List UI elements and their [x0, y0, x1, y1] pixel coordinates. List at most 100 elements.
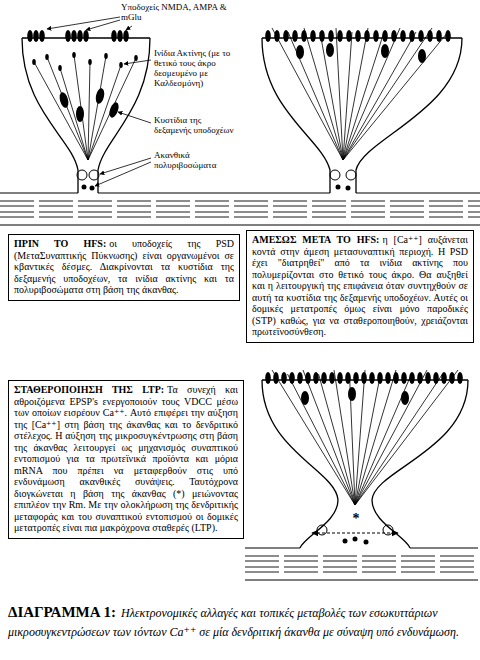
- actin-filament: [272, 28, 448, 160]
- receptor: [353, 372, 359, 384]
- receptor-vesicle: [76, 106, 84, 122]
- polyribosome: [353, 537, 358, 542]
- receptor: [382, 30, 388, 42]
- actin-filament: [272, 28, 343, 160]
- actin-filament: [88, 58, 136, 160]
- receptor: [369, 372, 375, 384]
- receptor-vesicle: [94, 87, 105, 104]
- dendrite-shaft: [0, 193, 480, 225]
- leader-line: [95, 162, 151, 186]
- callout-label: Ινίδια Ακτίνης (με το θετικό τους άκρο δ…: [153, 48, 241, 88]
- polyribosome: [343, 539, 348, 544]
- receptor: [373, 30, 379, 42]
- caldesmon-cap: [32, 59, 36, 65]
- receptor: [329, 372, 335, 384]
- receptor: [361, 372, 367, 384]
- actin-filament: [32, 52, 138, 160]
- receptor: [297, 372, 303, 384]
- receptor-vesicle: [296, 45, 304, 59]
- receptor: [418, 30, 424, 42]
- microtubule: [0, 212, 480, 213]
- receptor: [449, 372, 455, 384]
- dendrite-shaft: [245, 579, 478, 580]
- receptor: [436, 30, 442, 42]
- microtubule: [245, 567, 478, 568]
- microtubule: [245, 572, 478, 573]
- box-text: Τα συνεχή και αθροιζόμενα EPSP's ενεργοπ…: [14, 384, 238, 533]
- receptor: [385, 372, 391, 384]
- receptor: [310, 30, 316, 42]
- receptor: [346, 30, 352, 42]
- receptor: [289, 372, 295, 384]
- actin-filament: [303, 370, 355, 505]
- actin-filament: [355, 370, 396, 505]
- receptor: [292, 30, 298, 42]
- receptor: [409, 372, 415, 384]
- caldesmon-cap: [134, 55, 138, 61]
- caldesmon-cap: [104, 53, 108, 59]
- receptor: [77, 30, 83, 42]
- receptor-vesicle: [58, 91, 70, 109]
- dendrite-shaft: [245, 547, 300, 548]
- receptor: [393, 372, 399, 384]
- caldesmon-cap: [58, 65, 62, 71]
- box-heading: ΑΜΕΣΩΣ ΜΕΤΑ ΤΟ HFS:: [252, 234, 379, 245]
- microtubule: [0, 201, 480, 202]
- dendrite-shaft: [0, 224, 480, 225]
- actin-filament: [88, 65, 121, 160]
- receptor-vesicle: [58, 43, 426, 405]
- receptor: [33, 30, 39, 42]
- receptor: [111, 30, 117, 42]
- text-box: ΣΤΑΘΕΡΟΠΟΙΗΣΗ ΤΗΣ LTP:Τα συνεχή και αθρο…: [8, 380, 244, 539]
- actin-filament: [343, 28, 432, 160]
- actin-filament: [272, 370, 355, 505]
- receptor: [305, 372, 311, 384]
- leader-line: [47, 17, 120, 29]
- box-heading: ΣΤΑΘΕΡΟΠΟΙΗΣΗ ΤΗΣ LTP:: [14, 384, 164, 395]
- actin-filament: [47, 57, 88, 160]
- receptor: [391, 30, 397, 42]
- text-box: ΠΡΙΝ ΤΟ HFS:οι υποδοχείς της PSD (ΜεταΣυ…: [8, 234, 240, 301]
- callout-mark: *: [348, 511, 364, 527]
- figure-title: ΔΙΑΓΡΑΜΜΑ 1:: [8, 604, 116, 620]
- actin-filament: [343, 28, 400, 160]
- microtubule: [0, 217, 480, 218]
- receptor: [355, 30, 361, 42]
- actin-filament: [304, 28, 343, 160]
- receptor: [71, 30, 77, 42]
- receptor: [400, 30, 406, 42]
- receptor: [328, 30, 334, 42]
- receptor: [301, 30, 307, 42]
- actin-filament: [34, 62, 88, 160]
- receptor: [273, 372, 279, 384]
- receptor-vesicle: [348, 387, 356, 401]
- leader-line: [126, 26, 132, 30]
- receptor-vesicle: [418, 49, 426, 63]
- polyribosome: [90, 186, 95, 191]
- receptor: [441, 372, 447, 384]
- receptor: [123, 30, 129, 42]
- actin-filament: [343, 32, 384, 160]
- receptor: [117, 30, 123, 42]
- receptor: [337, 30, 343, 42]
- receptor: [345, 372, 351, 384]
- receptor: [274, 30, 280, 42]
- actin-filament: [288, 32, 343, 160]
- caldesmon-cap: [45, 54, 49, 60]
- dendrite-shaft: [245, 548, 478, 580]
- text-box: ΑΜΕΣΩΣ ΜΕΤΑ ΤΟ HFS:η [Ca⁺⁺] αυξάνεται κο…: [246, 230, 474, 343]
- actin-filament: [272, 370, 458, 505]
- receptor: [313, 372, 319, 384]
- callout-label: Υποδοχείς NMDA, AMPA & mGlu: [120, 2, 238, 22]
- receptor: [377, 372, 383, 384]
- dendrite-shaft: [356, 192, 480, 193]
- receptor: [281, 372, 287, 384]
- receptor: [401, 372, 407, 384]
- polyribosome: [346, 186, 351, 191]
- receptor: [265, 30, 271, 42]
- actin-filament: [355, 370, 458, 505]
- leader-line: [47, 17, 151, 186]
- receptor: [39, 30, 45, 42]
- receptor: [427, 30, 433, 42]
- actin-filament: [355, 374, 412, 505]
